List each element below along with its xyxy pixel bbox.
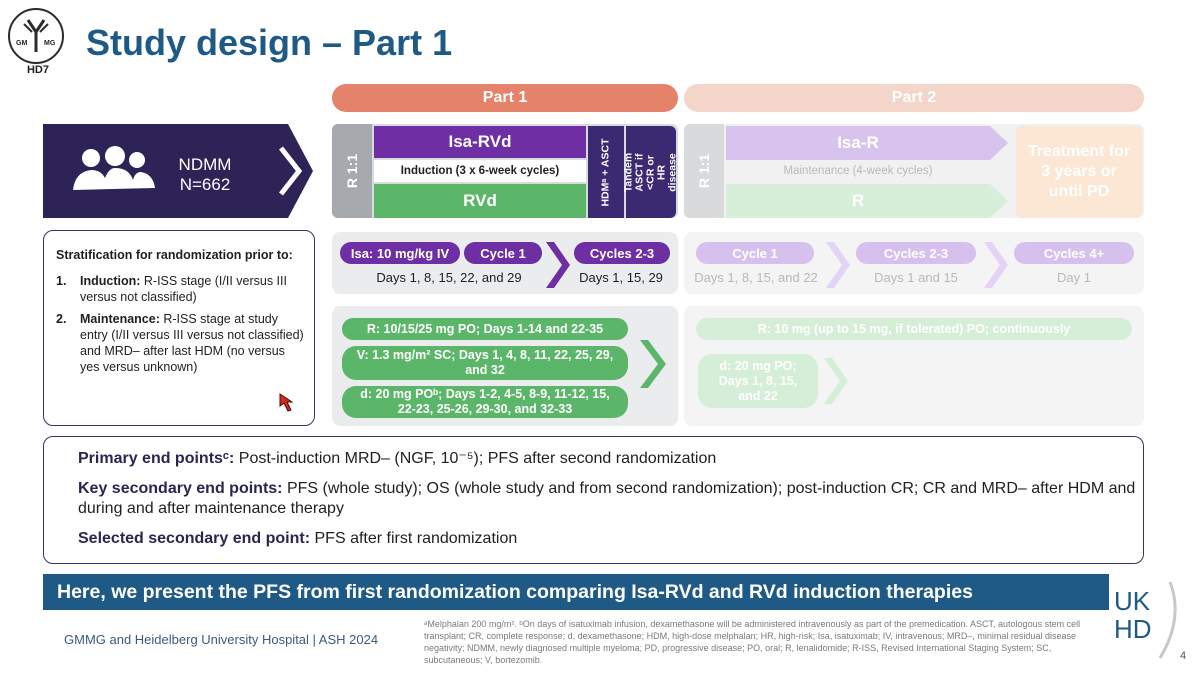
treatment-duration: Treatment for 3 years or until PD [1016, 126, 1142, 218]
cycle1-pill: Cycle 1 [464, 242, 542, 264]
part1-randomization: R 1:1 [332, 124, 372, 218]
logo-label: HD7 [26, 64, 49, 76]
p2-cycle1-days: Days 1, 8, 15, and 22 [694, 270, 818, 285]
drugs-chevron-icon [824, 358, 848, 404]
ukhd-logo-bottom: HD [1114, 614, 1152, 644]
cycles23-pill: Cycles 2-3 [574, 242, 670, 264]
key-secondary-endpoints: Key secondary end points: PFS (whole stu… [78, 480, 1136, 517]
bortezomib-pill: V: 1.3 mg/m² SC; Days 1, 4, 8, 11, 22, 2… [342, 346, 628, 380]
ndmm-label: NDMM N=662 [150, 155, 260, 195]
induction-label: Induction (3 x 6-week cycles) [374, 160, 586, 182]
footer-credit: GMMG and Heidelberg University Hospital … [64, 632, 379, 647]
footnotes: ᵃMelphalan 200 mg/m². ᵇOn days of isatux… [424, 619, 1081, 665]
ndmm-arrow-block [43, 124, 313, 218]
logo-left-text: GM [16, 40, 28, 47]
p2-cycle1-pill: Cycle 1 [696, 242, 814, 264]
part2-header: Part 2 [684, 84, 1144, 112]
ukhd-logo: UK HD [1110, 578, 1180, 664]
part2-randomization: R 1:1 [684, 124, 724, 218]
conclusion-banner: Here, we present the PFS from first rand… [43, 574, 1109, 610]
schedule-chevron-icon [984, 242, 1008, 288]
stratification-heading: Stratification for randomization prior t… [56, 248, 293, 262]
schedule-chevron-icon [546, 242, 570, 288]
primary-endpoints: Primary end pointsᶜ: Post-induction MRD–… [78, 450, 717, 467]
p2-dexamethasone-pill: d: 20 mg PO; Days 1, 8, 15, and 22 [698, 354, 818, 408]
ndmm-title: NDMM [178, 155, 232, 174]
stratification-item-induction: 1. Induction: R-ISS stage (I/II versus I… [56, 274, 287, 304]
arm-isa-rvd: Isa-RVd [374, 126, 586, 158]
endpoints-box: Primary end pointsᶜ: Post-induction MRD–… [43, 436, 1144, 564]
ndmm-count: N=662 [179, 175, 231, 194]
arm-r-arrow [726, 184, 1008, 218]
gmmg-logo: GM MG [8, 8, 64, 64]
p2-cycles23-days: Days 1 and 15 [874, 270, 958, 285]
ukhd-logo-top: UK [1114, 586, 1151, 616]
page-number: 4 [1180, 650, 1187, 662]
p2-lenalidomide-pill: R: 10 mg (up to 15 mg, if tolerated) PO;… [696, 318, 1132, 340]
lenalidomide-pill: R: 10/15/25 mg PO; Days 1-14 and 22-35 [342, 318, 628, 340]
arm-r: R [851, 191, 865, 210]
tandem-asct-block: Tandem ASCT if <CR or HR disease [623, 126, 679, 218]
dexamethasone-pill: d: 20 mg POᵇ; Days 1-2, 4-5, 8-9, 11-12,… [342, 386, 628, 418]
cycle1-days: Days 1, 8, 15, 22, and 29 [376, 270, 522, 285]
part1-header: Part 1 [332, 84, 678, 112]
selected-secondary-endpoint: Selected secondary end point: PFS after … [78, 530, 518, 547]
page-title: Study design – Part 1 [86, 22, 453, 63]
patients-icon [73, 146, 155, 190]
p2-cycles23-pill: Cycles 2-3 [856, 242, 976, 264]
arm-isa-r: Isa-R [837, 133, 879, 152]
hdm-asct-block: HDMᵃ + ASCT [588, 126, 624, 218]
ukhd-swoosh-icon [1158, 581, 1177, 659]
stratification-item-maintenance: 2. Maintenance: R-ISS stage at study ent… [56, 312, 304, 374]
arm-rvd: RVd [374, 184, 586, 218]
p2-cycles4-days: Day 1 [1057, 270, 1091, 285]
mouse-cursor-icon [279, 393, 294, 412]
schedule-chevron-icon [826, 242, 850, 288]
arm-isa-r-arrow [726, 126, 1008, 160]
drugs-chevron-icon [640, 340, 666, 388]
p2-cycles4-pill: Cycles 4+ [1014, 242, 1134, 264]
stratification-box: Stratification for randomization prior t… [43, 230, 315, 426]
gmmg-logo-icon [23, 19, 49, 52]
logo-right-text: MG [44, 40, 56, 47]
isa-dose-pill: Isa: 10 mg/kg IV [340, 242, 460, 264]
cycles23-days: Days 1, 15, 29 [579, 270, 663, 285]
maintenance-label: Maintenance (4-week cycles) [783, 165, 933, 177]
